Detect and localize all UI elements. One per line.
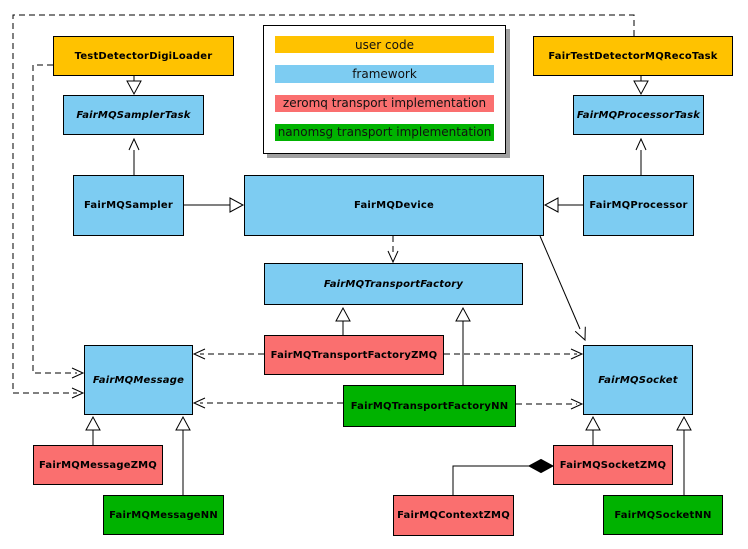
edge-contextzmq-socketzmq (452, 458, 555, 495)
edge-transportfactorynn-message (192, 397, 343, 409)
edge-transportfactoryzmq-message (192, 348, 264, 360)
edge-socketnn-socket (676, 415, 692, 495)
legend: user code framework zeromq transport imp… (263, 25, 506, 154)
legend-item-user-code: user code (275, 36, 494, 54)
legend-item-framework: framework (275, 65, 494, 83)
node-fair-mq-device: FairMQDevice (244, 175, 544, 236)
edge-transportfactorynn-transportfactory (455, 306, 471, 385)
node-fair-mq-transport-factory-nn: FairMQTransportFactoryNN (343, 385, 516, 427)
edge-messagenn-message (175, 415, 191, 495)
edge-transportfactoryzmq-socket (444, 348, 584, 360)
edge-recotask-message (12, 14, 635, 399)
edge-processor-device (543, 197, 583, 213)
node-fair-mq-context-zmq: FairMQContextZMQ (393, 495, 514, 536)
edge-recotask-processortask (633, 76, 649, 96)
edge-transportfactorynn-socket (516, 398, 584, 410)
edge-digiloader-samplertask (126, 76, 142, 96)
node-fair-mq-processor-task: FairMQProcessorTask (573, 95, 704, 135)
edge-socketzmq-socket (585, 415, 601, 445)
edge-sampler-samplertask (128, 137, 140, 175)
edge-device-socket (539, 235, 586, 342)
node-fair-mq-message-zmq: FairMQMessageZMQ (33, 445, 163, 485)
node-fair-mq-transport-factory: FairMQTransportFactory (264, 263, 523, 305)
node-fair-mq-sampler-task: FairMQSamplerTask (63, 95, 204, 135)
node-fair-test-detector-mq-reco-task: FairTestDetectorMQRecoTask (533, 36, 733, 76)
edge-device-transportfactory (387, 236, 399, 264)
node-fair-mq-transport-factory-zmq: FairMQTransportFactoryZMQ (264, 335, 444, 375)
node-test-detector-digi-loader: TestDetectorDigiLoader (53, 36, 234, 76)
legend-item-zeromq: zeromq transport implementation (275, 94, 494, 112)
node-fair-mq-socket: FairMQSocket (583, 345, 693, 415)
node-fair-mq-message: FairMQMessage (84, 345, 193, 415)
node-fair-mq-socket-nn: FairMQSocketNN (603, 495, 723, 535)
legend-item-nanomsg: nanomsg transport implementation (275, 123, 494, 141)
edge-digiloader-message (32, 64, 85, 379)
node-fair-mq-sampler: FairMQSampler (73, 175, 184, 236)
node-fair-mq-message-nn: FairMQMessageNN (103, 495, 224, 535)
node-fair-mq-socket-zmq: FairMQSocketZMQ (553, 445, 673, 485)
edge-sampler-device (184, 197, 245, 213)
edge-processor-processortask (635, 137, 647, 175)
node-fair-mq-processor: FairMQProcessor (583, 175, 694, 236)
edge-messagezmq-message (85, 415, 101, 445)
edge-transportfactoryzmq-transportfactory (335, 306, 351, 335)
